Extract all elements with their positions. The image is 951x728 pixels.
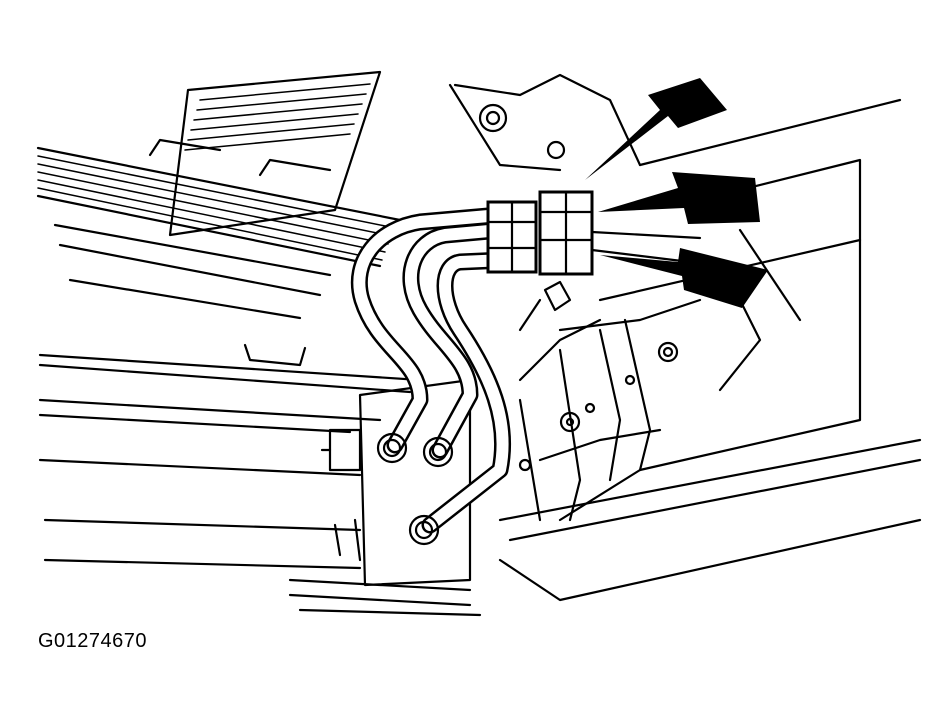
engine-block <box>448 73 922 602</box>
bolts <box>478 103 679 472</box>
connector-block <box>486 190 702 332</box>
figure-code: G01274670 <box>38 630 148 652</box>
bracket <box>320 378 472 587</box>
lower-frame <box>38 223 482 617</box>
callout-arrow-bottom <box>600 248 768 308</box>
pipe-fittings <box>376 432 454 546</box>
callout-arrows <box>585 78 768 308</box>
upper-vent-panel <box>168 70 382 237</box>
ac-lines <box>350 206 514 534</box>
grille-panel <box>36 138 402 268</box>
callout-arrow-middle <box>598 172 760 224</box>
callout-arrow-top <box>585 78 727 180</box>
